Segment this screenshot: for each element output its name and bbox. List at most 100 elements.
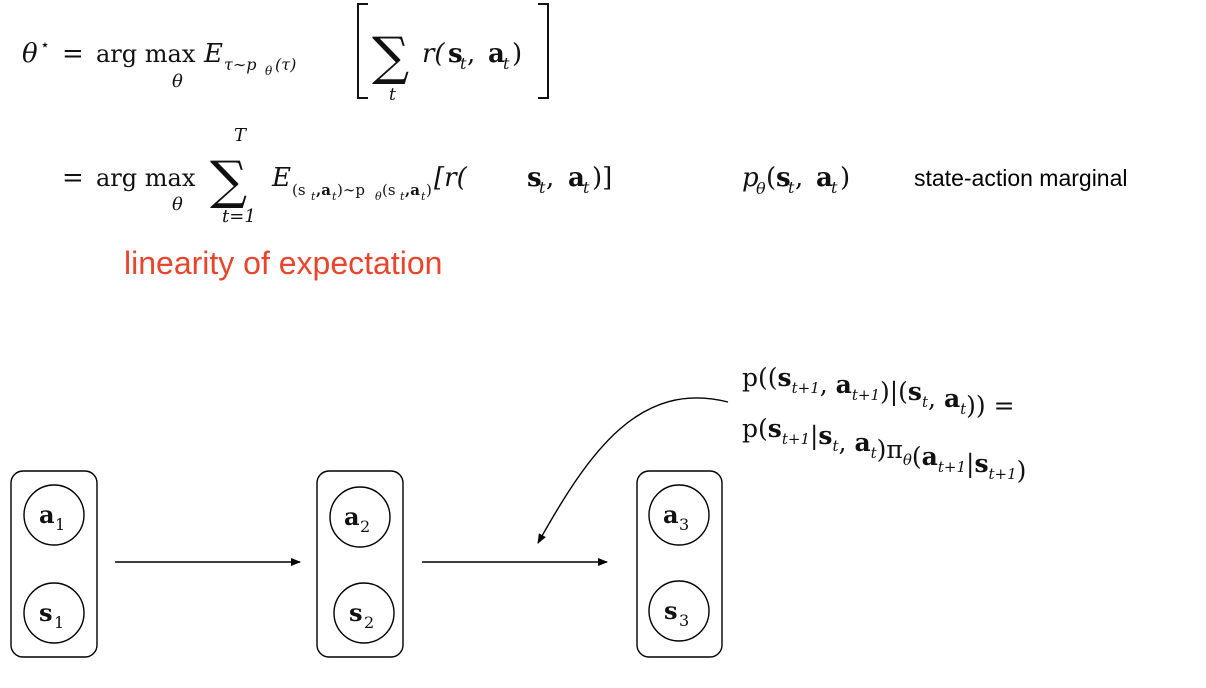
action-node-1 (23, 484, 85, 546)
reward-body-open: [r( (434, 163, 468, 193)
action-a: a (488, 39, 505, 69)
transition-token: )) = (966, 391, 1014, 420)
action-node-3-sub: 3 (679, 515, 689, 534)
e-sub-open2: (s (382, 181, 396, 199)
transition-token: ( (912, 442, 922, 471)
e-sub-t1: t (311, 190, 316, 203)
transition-token: s (818, 421, 832, 450)
action-node-2-letter: a (344, 502, 360, 531)
state-node-1 (23, 582, 85, 644)
transition-token: t+1 (989, 465, 1017, 483)
state-node-1-sub: 1 (54, 613, 64, 632)
transition-token: p(( (742, 363, 778, 392)
transition-token: ) (1017, 456, 1027, 485)
state-node-3 (648, 580, 710, 642)
state-s-2-subscript: t (539, 178, 546, 197)
right-bracket (538, 3, 549, 99)
sum-upper-limit: T (234, 125, 248, 146)
expectation-subscript-tau: (τ) (275, 55, 296, 74)
close-paren: ) (512, 39, 522, 69)
expectation-symbol: E (203, 39, 223, 69)
transition-equation: p((st+1, at+1)|(st, at)) = p(st+1|st, at… (742, 363, 1026, 485)
e-sub-open: (s (292, 181, 306, 199)
transition-token: t (871, 444, 878, 462)
marginal-p-theta: θ (756, 179, 766, 198)
e-sub-a2: ,a (405, 181, 420, 199)
transition-token: | (966, 449, 974, 479)
marginal-a-sub: t (831, 178, 838, 197)
star-superscript: ⋆ (40, 35, 50, 54)
transition-token: s (908, 377, 922, 406)
e-sub-tilde-p: )∼p (337, 181, 365, 199)
action-node-1-letter: a (39, 500, 55, 529)
argmax-operator-2: arg max (96, 164, 196, 192)
linearity-of-expectation-note: linearity of expectation (124, 245, 442, 281)
expectation-symbol-2: E (271, 163, 291, 193)
action-node-1-sub: 1 (55, 515, 65, 534)
e-sub-t4: t (421, 190, 426, 203)
marginal-a: a (816, 163, 833, 193)
sum-symbol-2: ∑ (210, 151, 247, 211)
action-node-2 (329, 486, 391, 548)
transition-token: t+1 (782, 430, 810, 448)
transition-token: )π (877, 435, 903, 464)
e-sub-t2: t (332, 190, 337, 203)
transition-token: t+1 (938, 458, 966, 476)
transition-token: s (974, 449, 988, 478)
transition-token: , (928, 384, 944, 413)
expectation-subscript-theta: θ (265, 64, 273, 78)
e-sub-a1: ,a (316, 181, 331, 199)
transition-token: , (839, 428, 855, 457)
marginal-close: ) (840, 163, 850, 193)
state-s-2: s (527, 163, 542, 193)
sum-lower-limit: t=1 (222, 206, 256, 227)
comma: , (467, 39, 475, 69)
transition-token: t (833, 437, 840, 455)
e-sub-t3: t (400, 190, 405, 203)
transition-token: t (922, 393, 929, 411)
argmax-subscript-2: θ (172, 194, 183, 215)
action-node-3-letter: a (663, 500, 679, 529)
objective-equation-line2: = arg max θ T ∑ t=1 E (s t ,a t )∼p θ (s… (62, 125, 612, 227)
reward-body-close: )] (592, 163, 612, 193)
equals-sign-2: = (62, 163, 84, 193)
sum-subscript: t (389, 85, 396, 105)
transition-token: t+1 (792, 379, 820, 397)
transition-token: t+1 (852, 386, 880, 404)
timestep-box-1 (10, 470, 98, 658)
transition-token: s (778, 363, 792, 392)
argmax-operator: arg max (96, 40, 196, 68)
sum-symbol: ∑ (372, 27, 409, 87)
action-a-2: a (568, 163, 585, 193)
e-sub-close: ) (426, 181, 432, 199)
transition-token: a (836, 370, 852, 399)
timestep-box-2 (316, 470, 404, 658)
expectation-subscript: τ∼p (224, 55, 257, 74)
transition-token: θ (903, 451, 912, 469)
node-group-1: a 1 s 1 (10, 470, 98, 658)
action-a-subscript: t (503, 54, 510, 73)
transition-token: t (960, 400, 967, 418)
marginal-s: s (776, 163, 791, 193)
node-group-3: a 3 s 3 (636, 470, 723, 658)
transition-token: p( (742, 414, 768, 443)
transition-token: | (810, 421, 818, 451)
marginal-open: ( (766, 163, 776, 193)
comma-2: , (546, 163, 554, 193)
transition-token: a (854, 428, 870, 457)
left-bracket (357, 3, 368, 99)
reward-r: r( (422, 39, 445, 69)
action-node-2-sub: 2 (360, 517, 370, 536)
transition-pointer-arrow (537, 397, 729, 544)
action-node-3 (648, 484, 710, 546)
state-node-1-letter: s (39, 598, 53, 627)
transition-token: a (944, 384, 960, 413)
transition-token: a (922, 442, 938, 471)
transition-token: s (768, 414, 782, 443)
equals-sign: = (62, 39, 84, 69)
state-node-2 (333, 582, 395, 644)
node-group-2: a 2 s 2 (316, 470, 404, 658)
theta-star-symbol: θ (22, 39, 38, 69)
action-a-2-subscript: t (583, 178, 590, 197)
